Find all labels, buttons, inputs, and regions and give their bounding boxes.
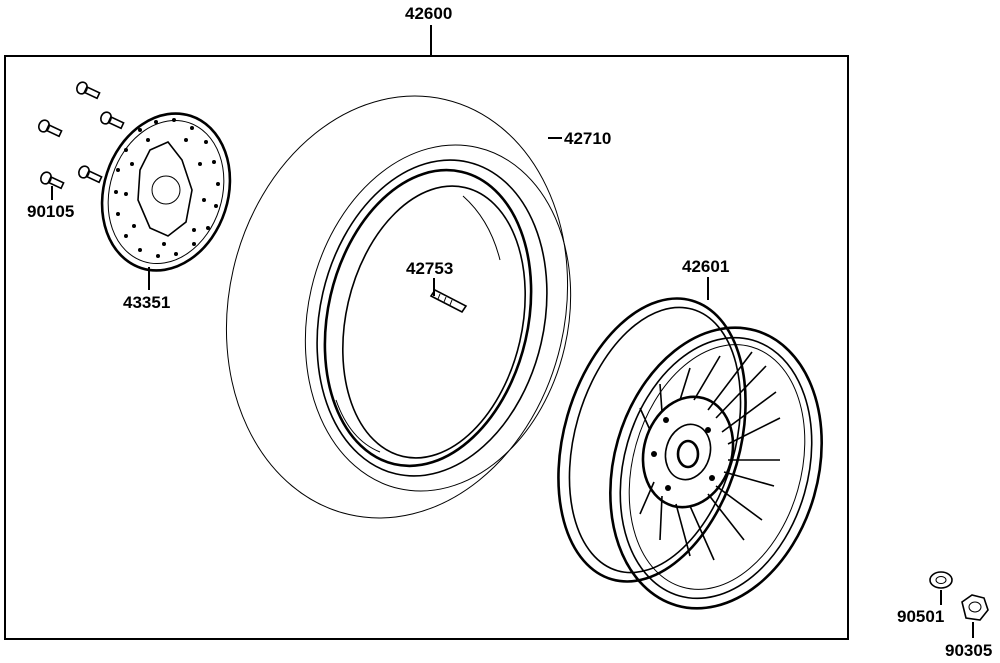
callout-43351[interactable]: 43351	[123, 267, 170, 312]
part-label-90305: 90305	[945, 641, 992, 660]
callout-42710[interactable]: 42710	[548, 129, 611, 148]
nut-icon[interactable]	[961, 594, 989, 621]
part-label-42710: 42710	[564, 129, 611, 148]
part-label-90105: 90105	[27, 202, 74, 221]
callout-42601[interactable]: 42601	[682, 257, 729, 300]
rim-icon[interactable]	[527, 276, 853, 633]
callout-90105[interactable]: 90105	[27, 186, 74, 221]
callout-42753[interactable]: 42753	[406, 259, 453, 296]
valve-icon[interactable]	[429, 288, 468, 314]
callout-90501[interactable]: 90501	[897, 590, 944, 626]
part-label-90501: 90501	[897, 607, 944, 626]
part-label-42753: 42753	[406, 259, 453, 278]
callout-42600[interactable]: 42600	[405, 4, 452, 56]
assembly-frame	[4, 55, 849, 640]
part-label-42600: 42600	[405, 4, 452, 23]
washer-icon[interactable]	[929, 571, 953, 589]
part-label-43351: 43351	[123, 293, 170, 312]
callout-90305[interactable]: 90305	[945, 622, 992, 660]
bolt-icon[interactable]	[37, 80, 125, 191]
tire-icon[interactable]	[185, 62, 608, 553]
part-label-42601: 42601	[682, 257, 729, 276]
brake-disc-icon[interactable]	[82, 97, 249, 287]
